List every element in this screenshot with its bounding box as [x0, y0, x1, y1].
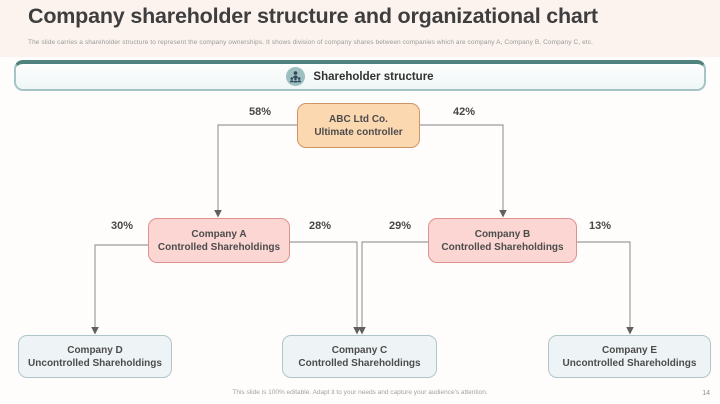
edge-label-company-a-to-company-c: 28% — [308, 220, 332, 232]
node-line2: Controlled Shareholdings — [298, 357, 421, 369]
page-title: Company shareholder structure and organi… — [28, 4, 598, 28]
slide-footer-note: This slide is 100% editable. Adapt it to… — [232, 389, 488, 396]
node-line1: ABC Ltd Co. — [329, 113, 388, 125]
node-line1: Company A — [191, 228, 247, 240]
edge-label-abc-to-company-a: 58% — [248, 106, 272, 118]
org-node-company-d: Company D Uncontrolled Shareholdings — [18, 335, 172, 378]
shareholders-group-icon — [286, 67, 306, 86]
node-line1: Company C — [331, 344, 388, 356]
title-band — [0, 0, 720, 57]
page-number: 14 — [702, 390, 710, 397]
slide-subtitle: The slide carries a shareholder structur… — [28, 39, 593, 46]
node-line2: Controlled Shareholdings — [157, 241, 281, 253]
edge-label-company-b-to-company-e: 13% — [588, 220, 612, 232]
edge-label-company-a-to-company-d: 30% — [110, 220, 134, 232]
org-node-company-e: Company E Uncontrolled Shareholdings — [548, 335, 711, 378]
edge-label-abc-to-company-b: 42% — [452, 106, 476, 118]
edge-label-company-b-to-company-c: 29% — [388, 220, 412, 232]
node-line1: Company B — [474, 228, 531, 240]
org-node-abc-ultimate-controller: ABC Ltd Co. Ultimate controller — [297, 103, 420, 148]
node-line1: Company E — [601, 344, 657, 356]
org-node-company-a: Company A Controlled Shareholdings — [148, 218, 290, 263]
org-node-company-c: Company C Controlled Shareholdings — [282, 335, 437, 378]
node-line2: Ultimate controller — [314, 126, 403, 138]
banner-label: Shareholder structure — [313, 70, 434, 83]
node-line2: Controlled Shareholdings — [441, 241, 564, 253]
node-line1: Company D — [67, 344, 123, 356]
shareholder-structure-banner: Shareholder structure — [14, 60, 706, 91]
org-node-company-b: Company B Controlled Shareholdings — [428, 218, 577, 263]
node-line2: Uncontrolled Shareholdings — [562, 357, 697, 369]
node-line2: Uncontrolled Shareholdings — [28, 357, 162, 369]
